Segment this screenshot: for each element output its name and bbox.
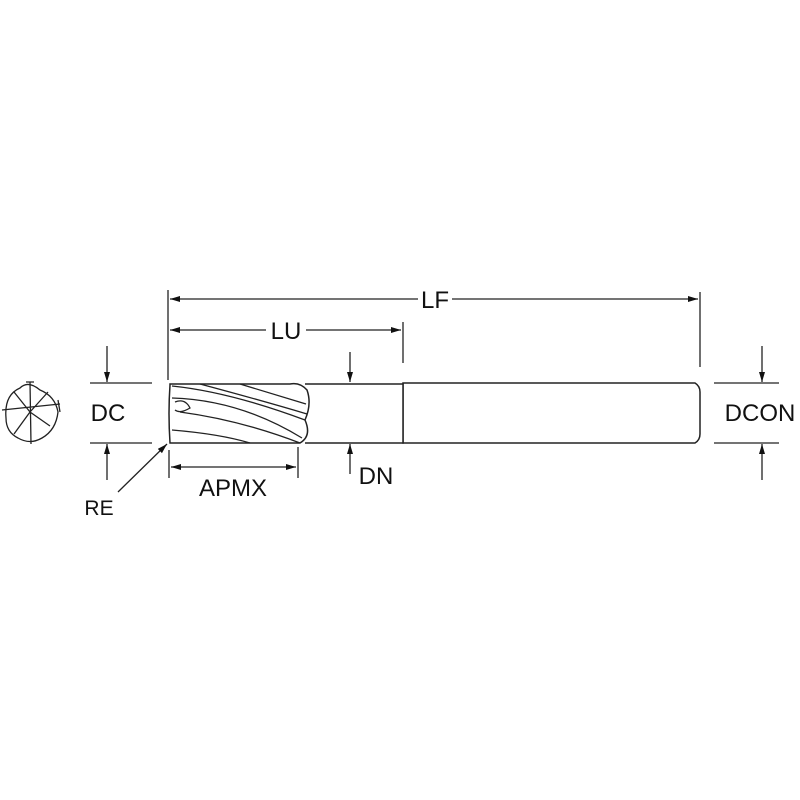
flutes [168, 382, 310, 444]
lf-dimension: LF [167, 287, 701, 380]
end-view-icon [1, 381, 61, 445]
shank [402, 382, 701, 444]
dcon-dimension: DCON [714, 346, 795, 480]
dcon-label: DCON [725, 400, 796, 427]
end-mill-body [168, 382, 701, 444]
apmx-label: APMX [199, 475, 267, 502]
neck [305, 383, 404, 444]
dc-label: DC [91, 400, 126, 427]
dc-dimension: DC [90, 346, 152, 480]
lu-dimension: LU [170, 318, 404, 363]
lu-label: LU [271, 318, 302, 345]
dn-label: DN [359, 463, 394, 490]
dn-dimension: DN [347, 352, 394, 490]
lf-label: LF [421, 287, 449, 314]
re-dimension: RE [84, 443, 168, 520]
apmx-dimension: APMX [168, 447, 299, 502]
re-label: RE [84, 497, 113, 520]
